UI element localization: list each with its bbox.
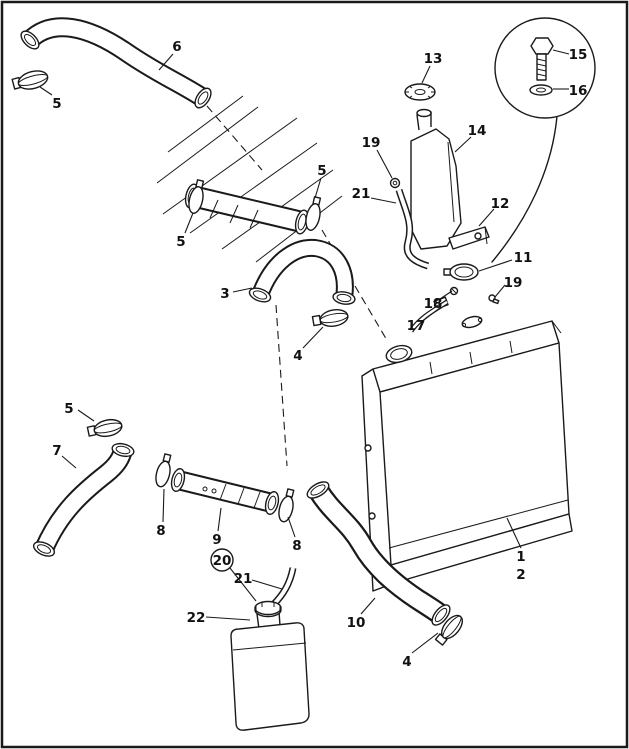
hose-7 xyxy=(32,442,135,557)
washer xyxy=(529,84,553,96)
bottle-cap xyxy=(254,600,282,618)
callout-17: 17 xyxy=(407,318,426,334)
alignment-dashed-lines xyxy=(206,105,389,467)
clamp-8-left xyxy=(155,453,172,488)
overflow-bottle-22 xyxy=(230,600,310,731)
screw-18 xyxy=(449,286,459,296)
callout-11: 11 xyxy=(514,250,533,266)
callout-5-a: 5 xyxy=(52,96,61,112)
callout-21-a: 21 xyxy=(352,186,371,202)
callout-19-a: 19 xyxy=(362,135,381,151)
overflow-tube-17 xyxy=(408,296,449,333)
callout-numbers: 6 5 13 15 16 14 19 21 12 5 5 3 11 18 19 … xyxy=(52,39,587,670)
callout-19-b: 19 xyxy=(504,275,523,291)
callout-6: 6 xyxy=(172,39,181,55)
callout-10: 10 xyxy=(347,615,366,631)
callout-5-d: 5 xyxy=(64,401,73,417)
radiator-filler-opening xyxy=(385,344,413,364)
callout-13: 13 xyxy=(424,51,443,67)
screw-19-right xyxy=(488,294,500,305)
callout-9: 9 xyxy=(212,532,221,548)
radiator-neck-flange xyxy=(461,315,483,329)
hose-3 xyxy=(248,238,356,305)
bolt-head xyxy=(530,37,554,55)
hose-6 xyxy=(20,17,212,109)
bottle-body xyxy=(230,622,310,731)
callout-7: 7 xyxy=(52,443,61,459)
radiator-cap-13 xyxy=(404,83,436,101)
bracket-12 xyxy=(448,226,490,250)
clamp-8-right xyxy=(278,488,295,523)
detail-leader-line xyxy=(491,115,558,263)
callout-16: 16 xyxy=(569,83,588,99)
detail-circle-bolt-washer xyxy=(494,17,596,119)
circled-callout-20-ring xyxy=(210,548,234,572)
filler-neck-11 xyxy=(443,263,479,281)
callout-12: 12 xyxy=(491,196,510,212)
clamp-5-top-left xyxy=(11,70,49,90)
callout-8-b: 8 xyxy=(292,538,301,554)
callout-3: 3 xyxy=(220,286,229,302)
callout-5-b: 5 xyxy=(176,234,185,250)
hose-21-upper xyxy=(395,188,430,270)
callout-4-b: 4 xyxy=(402,654,411,670)
callout-5-c: 5 xyxy=(317,163,326,179)
tube-9 xyxy=(170,468,280,515)
clamp-4-middle xyxy=(311,309,349,327)
pipe-mid xyxy=(184,183,310,235)
bolt-shaft xyxy=(536,53,547,81)
callout-2: 2 xyxy=(516,567,525,583)
callout-leader-lines xyxy=(39,49,570,654)
callout-4-a: 4 xyxy=(293,348,302,364)
radiator xyxy=(361,315,573,592)
clamp-5-left xyxy=(86,418,123,438)
clamp-4-bottom xyxy=(434,614,464,646)
callout-20: 20 xyxy=(213,553,232,569)
nut-19-upper xyxy=(389,177,401,189)
expansion-tank-14 xyxy=(410,108,462,250)
hose-21-lower xyxy=(270,567,297,608)
body-panel-hatching xyxy=(156,95,343,263)
callout-22: 22 xyxy=(187,610,206,626)
callout-15: 15 xyxy=(569,47,588,63)
callout-14: 14 xyxy=(468,123,487,139)
callout-1: 1 xyxy=(516,549,525,565)
clamp-5-pipe-right xyxy=(305,196,322,231)
callout-18: 18 xyxy=(424,296,443,312)
hose-10 xyxy=(306,481,451,626)
callout-21-b: 21 xyxy=(234,571,253,587)
callout-8-a: 8 xyxy=(156,523,165,539)
